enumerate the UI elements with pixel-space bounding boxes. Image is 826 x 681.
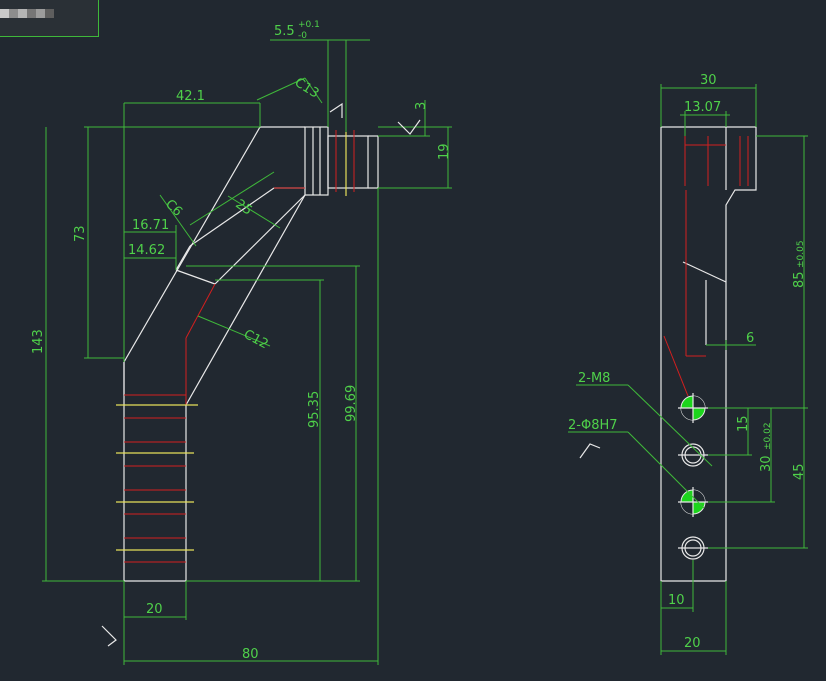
right-view-dimension-lines (568, 84, 808, 655)
dim-99-69: 99.69 (344, 385, 359, 422)
dim-30-holes-tol: ±0.02 (763, 422, 773, 450)
left-view: 5.5 +0.1 -0 42.1 C13 3 19 73 C6 25 16.71… (31, 20, 452, 665)
left-view-roughness-symbols (101, 102, 421, 647)
dim-25: 25 (232, 197, 254, 219)
dim-20-left: 20 (146, 602, 163, 617)
right-view-centerlines (663, 136, 749, 397)
dim-80: 80 (242, 647, 259, 662)
left-view-dimension-lines (42, 39, 452, 665)
dim-14-62: 14.62 (128, 243, 165, 258)
dim-16-71: 16.71 (132, 218, 169, 233)
dim-5-5-upper-tol: +0.1 (298, 20, 320, 30)
dim-19: 19 (437, 143, 452, 160)
left-view-thread-lines (116, 132, 347, 551)
dim-85: 85 (792, 271, 807, 288)
dim-5-5: 5.5 (274, 24, 295, 39)
callout-2-phi8h7: 2-Φ8H7 (568, 418, 618, 433)
dim-6: 6 (746, 331, 754, 346)
dim-13-07: 13.07 (684, 100, 721, 115)
dim-30-holes: 30 (759, 455, 774, 472)
dim-143: 143 (31, 329, 46, 354)
right-view-dimension-text: 30 13.07 85 ±0.05 6 2-M8 2-Φ8H7 15 30 ±0… (568, 73, 807, 651)
blurred-title-block (0, 0, 99, 37)
dim-73: 73 (73, 225, 88, 242)
left-view-centerlines (124, 130, 355, 563)
dim-3: 3 (414, 102, 429, 110)
dim-85-tol: ±0.05 (796, 240, 806, 268)
dim-95-35: 95.35 (307, 391, 322, 428)
right-view-outline (660, 126, 757, 582)
left-view-outline (123, 126, 379, 582)
callout-2-m8: 2-M8 (578, 371, 610, 386)
dim-5-5-lower-tol: -0 (298, 31, 307, 41)
right-view: 30 13.07 85 ±0.05 6 2-M8 2-Φ8H7 15 30 ±0… (568, 73, 808, 655)
dim-45: 45 (792, 463, 807, 480)
left-view-dimension-text: 5.5 +0.1 -0 42.1 C13 3 19 73 C6 25 16.71… (31, 20, 452, 662)
dim-c13: C13 (292, 75, 322, 101)
dim-c12: C12 (241, 327, 271, 352)
dim-20-right: 20 (684, 636, 701, 651)
right-view-holes (678, 393, 708, 560)
dim-15: 15 (736, 415, 751, 432)
dim-10: 10 (668, 593, 685, 608)
dim-30-top: 30 (700, 73, 717, 88)
dim-c6: C6 (162, 197, 185, 220)
dim-42-1: 42.1 (176, 89, 205, 104)
